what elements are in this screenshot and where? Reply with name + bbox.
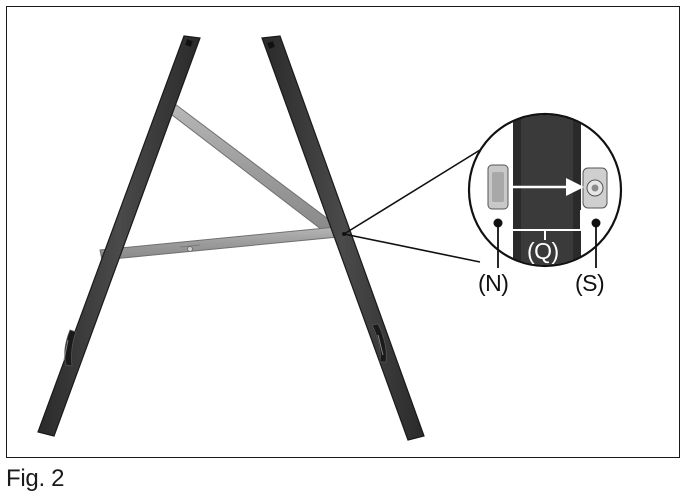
left-leg [37, 35, 201, 437]
right-leg [261, 35, 425, 441]
callout-label-q: (Q) [527, 238, 559, 264]
callout-label-n: (N) [478, 270, 509, 296]
lower-horizontal-brace [99, 225, 349, 261]
callout-label-s: (S) [575, 270, 605, 296]
magnified-detail [467, 112, 623, 268]
figure-caption: Fig. 2 [6, 465, 65, 492]
callout-lines [342, 149, 481, 263]
